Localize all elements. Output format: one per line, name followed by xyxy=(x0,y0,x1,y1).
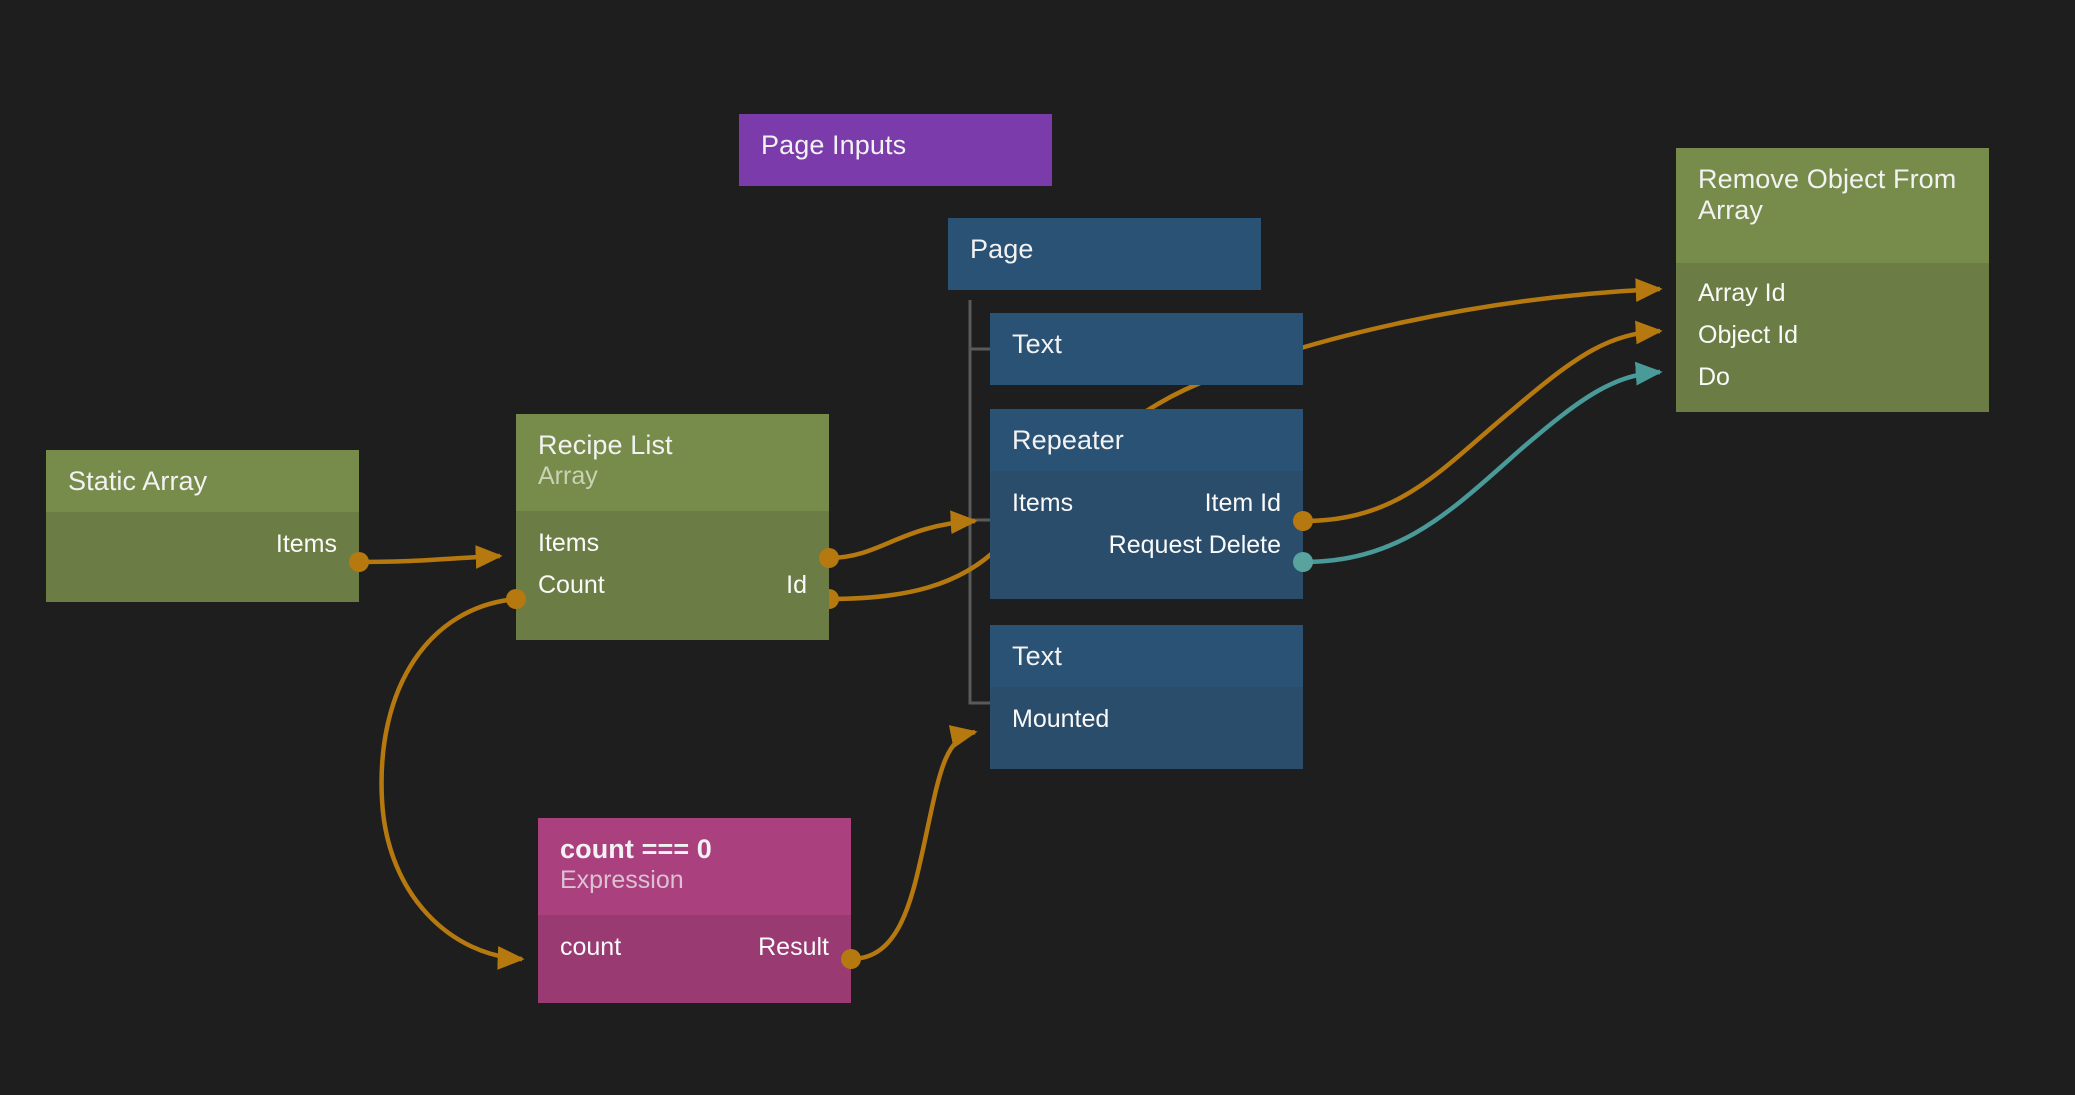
recipe-list-header: Recipe List Array xyxy=(516,414,829,511)
page-node[interactable]: Page xyxy=(948,218,1261,290)
text-top-header: Text xyxy=(990,313,1303,385)
remove-object-from-array-node[interactable]: Remove Object From Array Array Id Object… xyxy=(1676,148,1989,412)
repeater-header: Repeater xyxy=(990,409,1303,471)
text-bottom-title: Text xyxy=(1012,641,1062,671)
page-inputs-title: Page Inputs xyxy=(761,130,907,160)
text-mounted-input-label: Mounted xyxy=(1012,704,1110,733)
remove-object-ports: Array Id Object Id Do xyxy=(1676,263,1989,412)
expression-row-count[interactable]: count Result xyxy=(538,926,851,968)
expression-node[interactable]: count === 0 Expression count Result xyxy=(538,818,851,1003)
static-array-ports: Items xyxy=(46,512,359,602)
recipe-list-node[interactable]: Recipe List Array Items Count Id xyxy=(516,414,829,640)
static-array-node[interactable]: Static Array Items xyxy=(46,450,359,602)
static-array-title: Static Array xyxy=(68,466,208,496)
repeater-request-delete-output-label: Request Delete xyxy=(1108,530,1281,559)
recipe-list-items-input-label: Items xyxy=(538,528,600,557)
text-node-bottom[interactable]: Text Mounted xyxy=(990,625,1303,769)
remove-object-do-input-label: Do xyxy=(1698,362,1730,391)
recipe-list-id-output-label: Id xyxy=(786,570,807,599)
expression-count-input-label: count xyxy=(560,932,622,961)
expression-title: count === 0 xyxy=(560,834,712,864)
recipe-list-title: Recipe List xyxy=(538,430,673,460)
repeater-row-request-delete[interactable]: Request Delete xyxy=(990,524,1303,566)
remove-object-array-id-input-label: Array Id xyxy=(1698,278,1786,307)
repeater-node[interactable]: Repeater Items Item Id Request Delete xyxy=(990,409,1303,599)
repeater-ports: Items Item Id Request Delete xyxy=(990,471,1303,599)
recipe-list-row-count[interactable]: Count Id xyxy=(516,564,829,606)
static-array-row-items[interactable]: Items xyxy=(46,523,359,565)
page-inputs-node[interactable]: Page Inputs xyxy=(739,114,1052,186)
page-title: Page xyxy=(970,234,1034,264)
recipe-list-row-items[interactable]: Items xyxy=(516,522,829,564)
text-bottom-row-mounted[interactable]: Mounted xyxy=(990,698,1303,740)
recipe-list-ports: Items Count Id xyxy=(516,511,829,640)
recipe-list-subtitle: Array xyxy=(538,461,598,490)
expression-ports: count Result xyxy=(538,915,851,1003)
repeater-item-id-output-label: Item Id xyxy=(1204,488,1281,517)
remove-object-object-id-input-label: Object Id xyxy=(1698,320,1799,349)
text-top-title: Text xyxy=(1012,329,1062,359)
remove-object-title: Remove Object From Array xyxy=(1698,164,1957,225)
static-array-items-output-label: Items xyxy=(275,529,337,558)
page-inputs-header: Page Inputs xyxy=(739,114,1052,186)
expression-header: count === 0 Expression xyxy=(538,818,851,915)
remove-object-row-array-id[interactable]: Array Id xyxy=(1676,272,1989,314)
recipe-list-count-label: Count xyxy=(538,570,605,599)
remove-object-header: Remove Object From Array xyxy=(1676,148,1989,263)
remove-object-row-do[interactable]: Do xyxy=(1676,356,1989,398)
repeater-items-input-label: Items xyxy=(1012,488,1074,517)
repeater-row-items[interactable]: Items Item Id xyxy=(990,482,1303,524)
page-header: Page xyxy=(948,218,1261,290)
expression-result-output-label: Result xyxy=(758,932,829,961)
remove-object-row-object-id[interactable]: Object Id xyxy=(1676,314,1989,356)
expression-subtitle: Expression xyxy=(560,865,684,894)
repeater-title: Repeater xyxy=(1012,425,1124,455)
text-node-top[interactable]: Text xyxy=(990,313,1303,385)
text-bottom-header: Text xyxy=(990,625,1303,687)
text-bottom-ports: Mounted xyxy=(990,687,1303,769)
static-array-header: Static Array xyxy=(46,450,359,512)
